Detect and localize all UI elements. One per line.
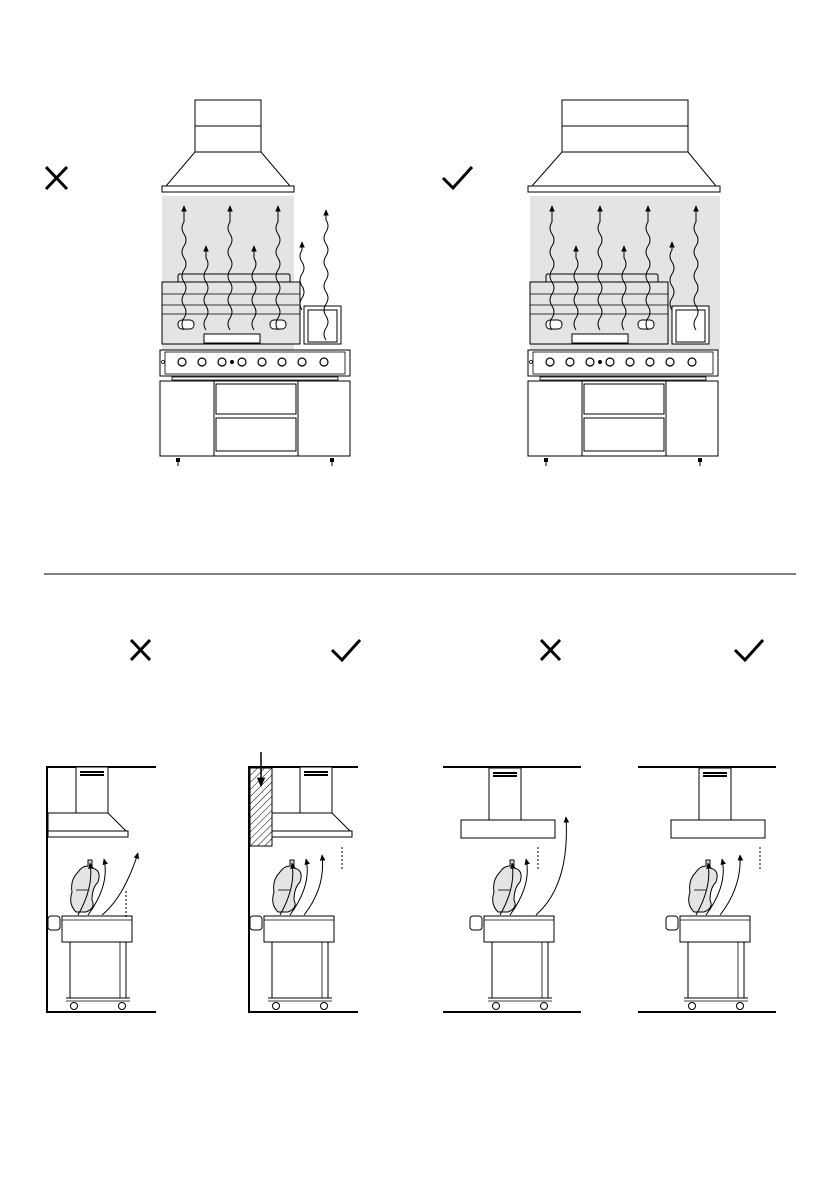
bottom-panel-1-incorrect (47, 640, 156, 1012)
top-panel-correct (443, 100, 720, 466)
cross-icon (131, 640, 150, 660)
cross-icon (46, 167, 67, 189)
check-icon (735, 640, 763, 660)
top-panel-incorrect (46, 100, 350, 466)
bottom-panel-3-incorrect (443, 640, 581, 1012)
island-hood (461, 768, 555, 838)
outdoor-grill (160, 274, 350, 466)
wall-hood (48, 767, 128, 837)
bottom-panel-4-correct (638, 640, 776, 1012)
canopy-hood (162, 100, 294, 192)
wall-hood (272, 767, 352, 837)
wide-canopy-hood (528, 100, 720, 192)
cross-icon (541, 640, 560, 660)
bottom-panel-2-correct (249, 640, 360, 1012)
island-hood (671, 768, 765, 838)
check-icon (443, 167, 472, 188)
check-icon (332, 640, 360, 660)
